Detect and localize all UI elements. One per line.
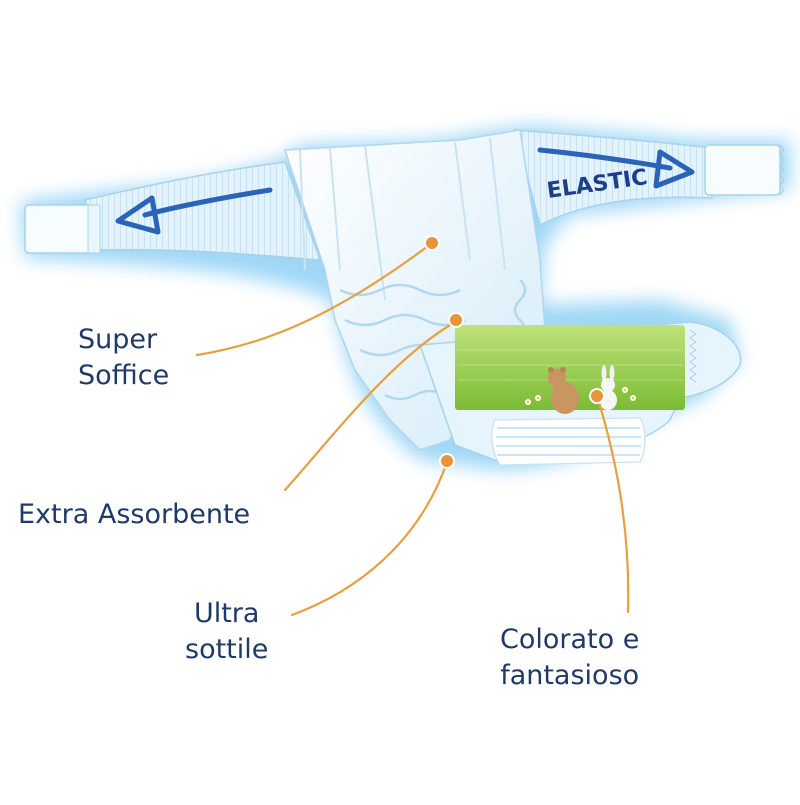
label-super-soffice: Super Soffice: [78, 322, 169, 394]
callout-line-super-soffice: [195, 241, 434, 357]
label-colorato-line1: Colorato e: [500, 624, 640, 655]
bunny-icon: [599, 365, 617, 410]
label-super-soffice-line2: Soffice: [78, 360, 170, 391]
label-extra-assorbente: Extra Assorbente: [18, 499, 251, 530]
label-ultra-sottile: Ultra sottile: [185, 596, 268, 668]
label-colorato-line2: fantasioso: [500, 660, 640, 691]
callout-dot-ultra-sottile: [439, 453, 455, 469]
callout-dots: [424, 235, 605, 469]
label-colorato-fantasioso: Colorato e fantasioso: [500, 622, 639, 694]
callout-dot-colorato: [589, 388, 605, 404]
callout-lines: [195, 241, 630, 617]
left-arrow-icon: [115, 187, 273, 235]
callout-line-extra-assorbente: [283, 320, 457, 492]
callout-dot-super-soffice: [424, 235, 440, 251]
callout-line-ultra-sottile: [290, 460, 449, 617]
right-arrow-icon: [537, 147, 695, 189]
label-ultra-sottile-line1: Ultra: [193, 598, 260, 629]
left-elastic-band: [24, 161, 322, 261]
decorated-front-panel: [418, 321, 742, 466]
callout-line-colorato: [595, 394, 630, 614]
callout-dot-extra-assorbente: [448, 312, 464, 328]
teddy-bear-icon: [548, 367, 579, 414]
label-ultra-sottile-line2: sottile: [185, 634, 269, 665]
label-super-soffice-line1: Super: [78, 324, 158, 355]
flowers-icon: [525, 387, 636, 405]
